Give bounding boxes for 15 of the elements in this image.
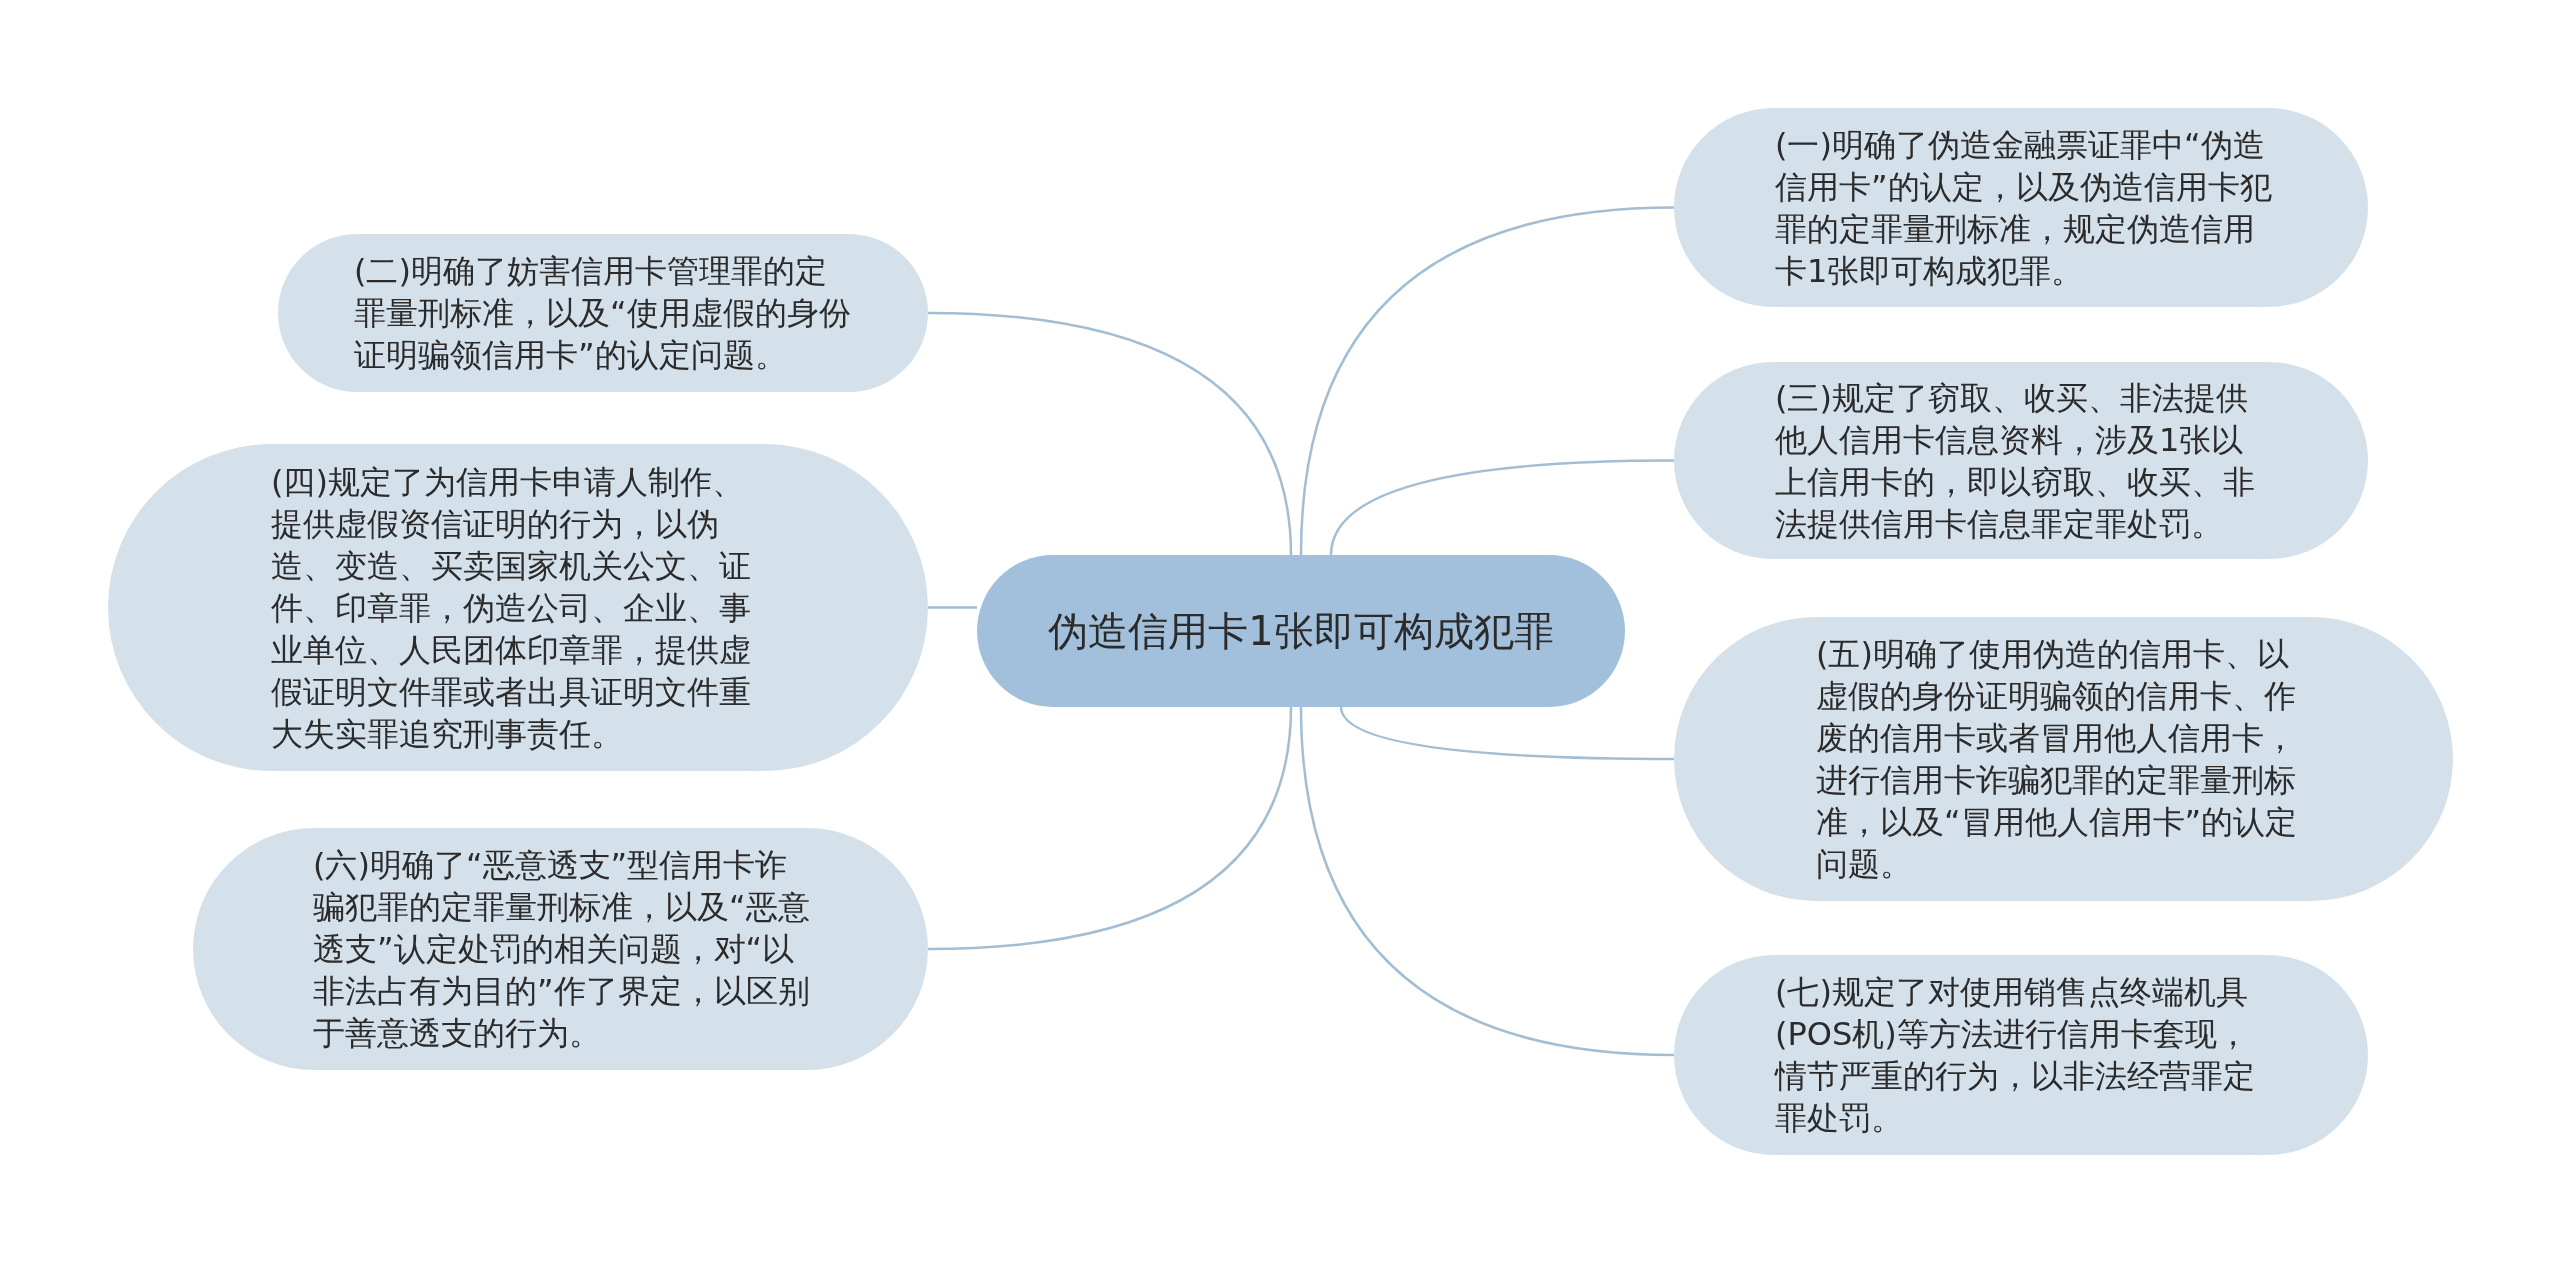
topic-box: (七)规定了对使用销售点终端机具(POS机)等方法进行信用卡套现，情节严重的行为，以非法经营罪定罪处罚。	[1674, 955, 2368, 1155]
topic-box: (四)规定了为信用卡申请人制作、提供虚假资信证明的行为，以伪造、变造、买卖国家机关公文、证件、印章罪，伪造公司、企业、事业单位、人民团体印章罪，提供虚假证明文件罪或者出具证明文件重大失实罪追究刑事责任。	[108, 444, 928, 771]
connector-line	[1329, 459, 1674, 556]
connector-line	[928, 606, 977, 609]
connector-line	[1299, 706, 1675, 1057]
topic-box: (五)明确了使用伪造的信用卡、以虚假的身份证明骗领的信用卡、作废的信用卡或者冒用他人信用卡，进行信用卡诈骗犯罪的定罪量刑标准，以及“冒用他人信用卡”的认定问题。	[1674, 617, 2453, 901]
connector-line	[1339, 706, 1674, 761]
connector-line	[927, 311, 1293, 556]
connector-line	[927, 706, 1293, 951]
topic-box: (六)明确了“恶意透支”型信用卡诈骗犯罪的定罪量刑标准，以及“恶意透支”认定处罚的相关问题，对“以非法占有为目的”作了界定，以区别于善意透支的行为。	[193, 828, 928, 1070]
topic-box: (三)规定了窃取、收买、非法提供他人信用卡信息资料，涉及1张以上信用卡的，即以窃取、收买、非法提供信用卡信息罪定罪处罚。	[1674, 362, 2368, 559]
topic-box: (二)明确了妨害信用卡管理罪的定罪量刑标准，以及“使用虚假的身份证明骗领信用卡”的认定问题。	[278, 234, 928, 392]
connector-line	[1299, 206, 1675, 556]
topic-box: (一)明确了伪造金融票证罪中“伪造信用卡”的认定，以及伪造信用卡犯罪的定罪量刑标准，规定伪造信用卡1张即可构成犯罪。	[1674, 108, 2368, 307]
central-topic: 伪造信用卡1张即可构成犯罪	[977, 555, 1625, 707]
